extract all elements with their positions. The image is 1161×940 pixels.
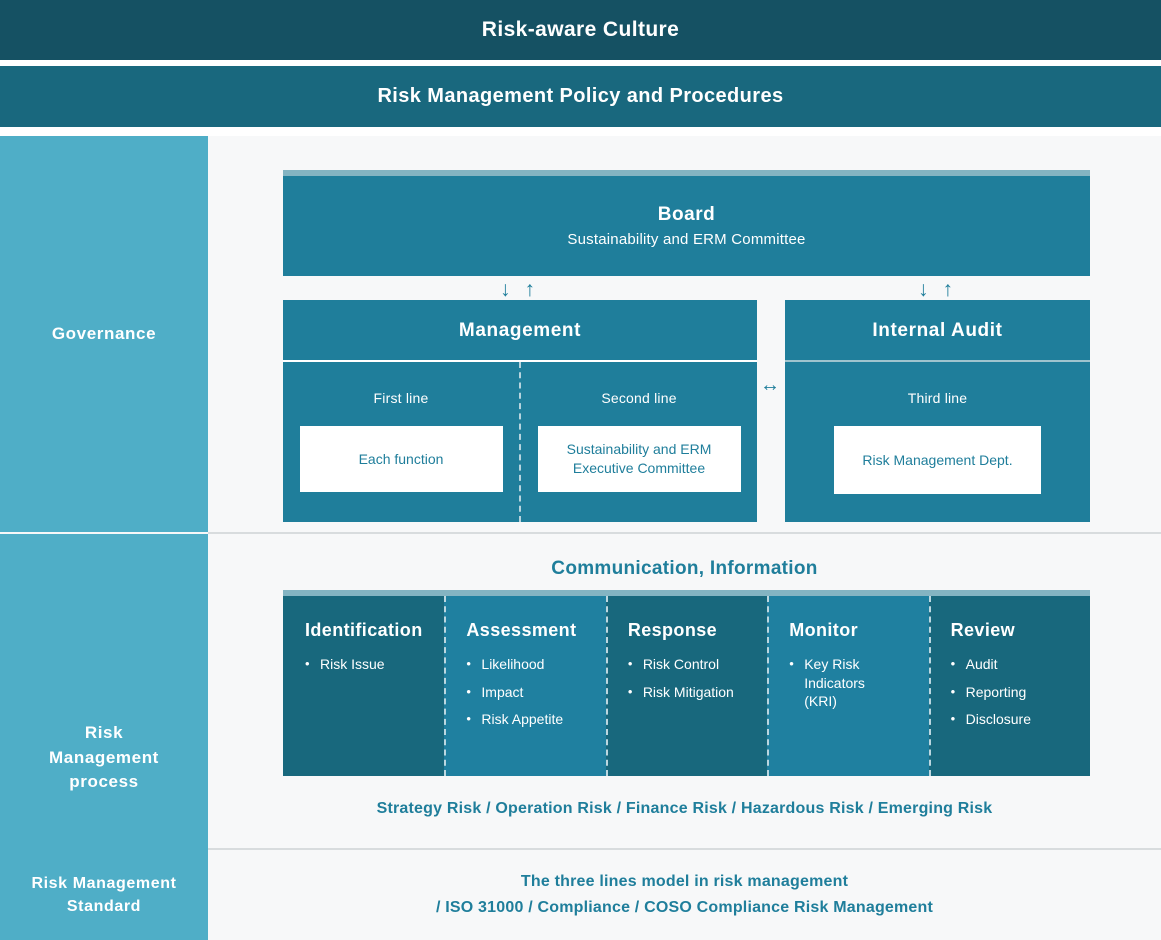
risk-management-policy-banner: Risk Management Policy and Procedures bbox=[0, 66, 1161, 127]
board-title: Board bbox=[657, 204, 716, 225]
process-item: Likelihood bbox=[466, 655, 576, 674]
process-item-list: Risk Issue bbox=[305, 655, 444, 674]
standard-content: The three lines model in risk management… bbox=[208, 850, 1161, 940]
process-item-list: Risk Control Risk Mitigation bbox=[628, 655, 767, 701]
standard-line-1: The three lines model in risk management bbox=[520, 873, 849, 891]
process-item: Disclosure bbox=[951, 710, 1061, 729]
process-column-title: Response bbox=[627, 620, 718, 640]
column-accent-bar bbox=[605, 590, 768, 596]
process-item: Risk Appetite bbox=[466, 710, 576, 729]
column-accent-bar bbox=[767, 590, 929, 596]
process-item: Impact bbox=[466, 683, 576, 702]
process-column-response: Response Risk Control Risk Mitigation bbox=[605, 590, 768, 776]
governance-row: Governance Board Sustainability and ERM … bbox=[0, 136, 1161, 532]
process-item: Reporting bbox=[951, 683, 1061, 702]
risk-aware-culture-banner: Risk-aware Culture bbox=[0, 0, 1161, 60]
management-title: Management bbox=[283, 300, 757, 362]
process-column-title: Assessment bbox=[466, 620, 577, 640]
process-standard-divider bbox=[208, 848, 1161, 850]
first-line-column: First line Each function bbox=[283, 362, 519, 522]
board-box: Board Sustainability and ERM Committee bbox=[283, 170, 1090, 276]
board-subtitle: Sustainability and ERM Committee bbox=[567, 231, 806, 248]
column-accent-bar bbox=[283, 590, 445, 596]
column-accent-bar bbox=[928, 590, 1091, 596]
communication-information-title: Communication, Information bbox=[551, 558, 818, 579]
process-column-review: Review Audit Reporting Disclosure bbox=[928, 590, 1091, 776]
process-item: Key Risk Indicators (KRI) bbox=[789, 655, 899, 711]
arrow-down-icon: ↓ bbox=[500, 278, 511, 301]
board-audit-arrows: ↓ ↑ bbox=[918, 279, 953, 300]
process-column-title: Monitor bbox=[789, 620, 858, 640]
first-line-entity: Each function bbox=[299, 426, 503, 492]
process-item-list: Likelihood Impact Risk Appetite bbox=[466, 655, 605, 729]
governance-row-label: Governance bbox=[0, 136, 208, 532]
framework-body: Governance Board Sustainability and ERM … bbox=[0, 136, 1161, 940]
process-item-list: Key Risk Indicators (KRI) bbox=[789, 655, 928, 711]
process-column-monitor: Monitor Key Risk Indicators (KRI) bbox=[767, 590, 929, 776]
standard-text: The three lines model in risk management… bbox=[208, 850, 1161, 940]
process-column-title: Identification bbox=[305, 620, 423, 640]
arrow-up-icon: ↑ bbox=[524, 278, 536, 301]
process-item: Risk Issue bbox=[305, 655, 415, 674]
bidirectional-arrow-icon: ↔ bbox=[760, 374, 780, 396]
management-lines: First line Each function Second line Sus… bbox=[283, 362, 757, 522]
arrow-up-icon: ↑ bbox=[942, 278, 954, 301]
process-item: Risk Control bbox=[628, 655, 738, 674]
third-line-entity: Risk Management Dept. bbox=[834, 426, 1041, 494]
process-item: Audit bbox=[951, 655, 1061, 674]
governance-process-divider bbox=[208, 532, 1161, 534]
process-column-assessment: Assessment Likelihood Impact Risk Appeti… bbox=[444, 590, 606, 776]
governance-content: Board Sustainability and ERM Committee ↓… bbox=[208, 136, 1161, 532]
second-line-title: Second line bbox=[601, 390, 677, 406]
third-line-title: Third line bbox=[907, 390, 968, 406]
process-item-list: Audit Reporting Disclosure bbox=[951, 655, 1090, 729]
board-accent-bar bbox=[283, 170, 1090, 176]
internal-audit-box: Internal Audit Third line Risk Managemen… bbox=[785, 300, 1090, 522]
internal-audit-lines: Third line Risk Management Dept. bbox=[785, 362, 1090, 522]
risk-types-list: Strategy Risk / Operation Risk / Finance… bbox=[376, 800, 993, 817]
board-management-arrows: ↓ ↑ bbox=[500, 279, 535, 300]
standard-line-2: / ISO 31000 / Compliance / COSO Complian… bbox=[435, 899, 934, 916]
first-line-title: First line bbox=[373, 390, 429, 406]
process-column-title: Review bbox=[950, 620, 1016, 640]
column-accent-bar bbox=[444, 590, 606, 596]
internal-audit-title: Internal Audit bbox=[785, 300, 1090, 362]
risk-management-policy-label: Risk Management Policy and Procedures bbox=[377, 85, 784, 107]
management-box: Management First line Each function Seco… bbox=[283, 300, 757, 522]
risk-aware-culture-label: Risk-aware Culture bbox=[481, 18, 680, 41]
process-columns: Identification Risk Issue Assessment Lik… bbox=[283, 590, 1091, 776]
arrow-down-icon: ↓ bbox=[918, 278, 929, 301]
process-column-identification: Identification Risk Issue bbox=[283, 590, 445, 776]
process-item: Risk Mitigation bbox=[628, 683, 738, 702]
third-line-column: Third line Risk Management Dept. bbox=[785, 362, 1090, 522]
